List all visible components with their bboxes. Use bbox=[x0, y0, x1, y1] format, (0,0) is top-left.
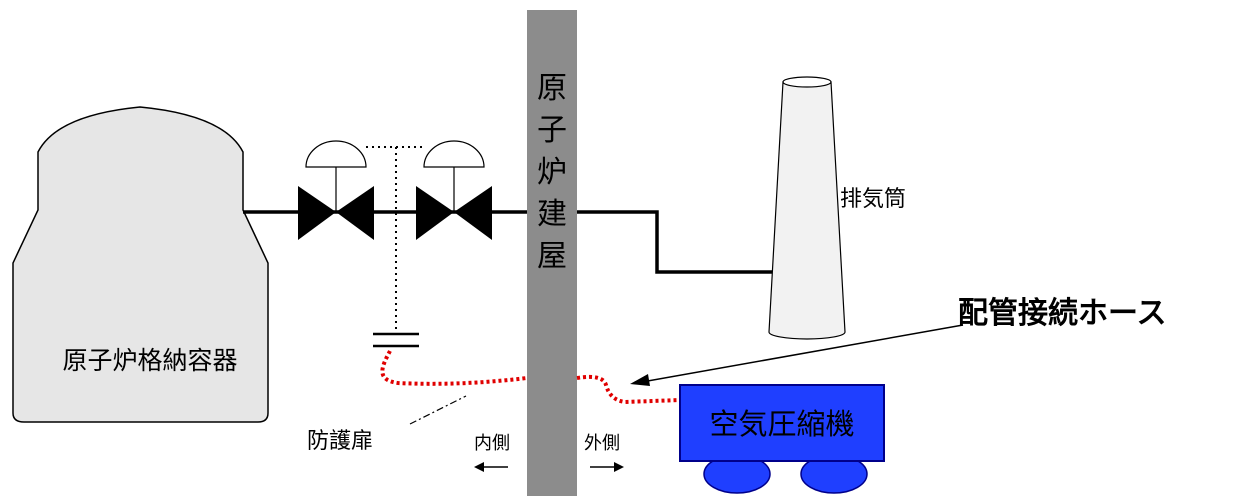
reactor-building-char-3: 炉 bbox=[537, 155, 567, 190]
reactor-building-char-4: 建 bbox=[537, 197, 567, 232]
reactor-building-wall bbox=[527, 10, 577, 496]
hose-coupling bbox=[373, 332, 419, 348]
valve-1-actuator-icon bbox=[305, 140, 367, 168]
exhaust-stack-top bbox=[782, 76, 832, 88]
exhaust-stack: 排気筒 bbox=[768, 76, 906, 340]
hose-inside bbox=[380, 350, 528, 386]
inside-arrow-icon bbox=[474, 462, 508, 472]
valve-2-actuator-icon bbox=[423, 140, 485, 168]
valve-1-body-icon-right bbox=[336, 186, 374, 240]
containment-vessel-label: 原子炉格納容器 bbox=[62, 346, 237, 375]
inside-label: 内側 bbox=[474, 433, 510, 454]
compressor-body bbox=[679, 384, 885, 462]
compressor-label: 空気圧縮機 bbox=[709, 407, 854, 441]
reactor-building-label: 原 子 炉 建 屋 bbox=[537, 71, 567, 274]
containment-vessel-shape bbox=[12, 106, 269, 423]
reactor-building-char-5: 屋 bbox=[537, 239, 567, 274]
outside-label: 外側 bbox=[584, 433, 620, 454]
valve-2 bbox=[416, 140, 492, 240]
reactor-building-char-1: 原 bbox=[537, 71, 567, 106]
exhaust-stack-shape bbox=[768, 81, 846, 340]
valve-2-body-icon-right bbox=[454, 186, 492, 240]
protective-door-label: 防護扉 bbox=[307, 429, 373, 454]
hose-label: 配管接続ホース bbox=[958, 296, 1167, 331]
stack-pipe bbox=[577, 210, 783, 274]
valve-2-body-icon bbox=[416, 186, 454, 240]
air-compressor: 空気圧縮機 bbox=[679, 384, 885, 494]
outside-arrow-icon bbox=[590, 462, 624, 472]
reactor-building-char-2: 子 bbox=[537, 113, 567, 148]
protective-door-leader bbox=[409, 395, 467, 425]
valve-1-body-icon bbox=[298, 186, 336, 240]
hose-outside bbox=[576, 374, 681, 405]
air-supply-dotted-line bbox=[366, 146, 397, 330]
containment-vessel: 原子炉格納容器 bbox=[12, 106, 269, 423]
exhaust-stack-label: 排気筒 bbox=[840, 187, 906, 212]
valve-1 bbox=[298, 140, 374, 240]
hose-pointer-arrow bbox=[641, 324, 964, 383]
hose-pointer-arrowhead bbox=[630, 374, 650, 386]
